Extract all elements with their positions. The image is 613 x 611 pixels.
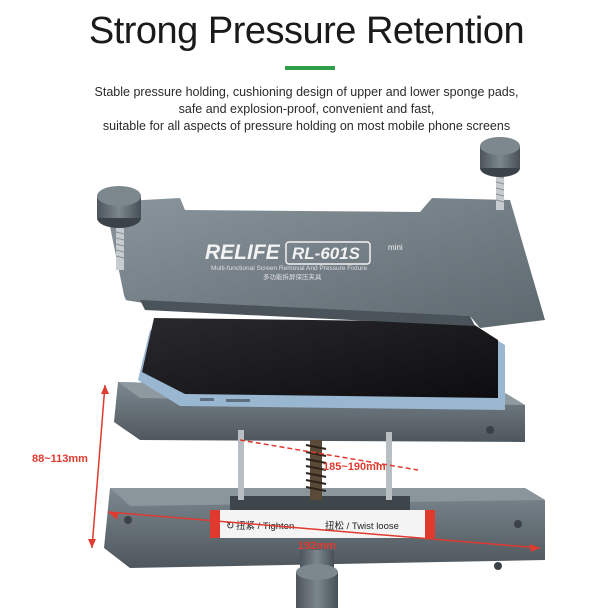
accent-divider	[285, 66, 335, 70]
dimension-inner	[239, 439, 419, 471]
model-name: RL-601S	[292, 244, 361, 263]
spring	[305, 440, 327, 500]
plate-subtitle-cn: 多功能拆屏保压夹具	[263, 272, 322, 281]
description-line-3: suitable for all aspects of pressure hol…	[102, 119, 511, 133]
length-dimension-label: 192mm	[298, 540, 336, 552]
model-badge	[285, 241, 371, 265]
brand-logo: RELIFE	[205, 241, 281, 264]
left-knob	[97, 186, 141, 270]
plate-subtitle-en: Multi-functional Screen Removal And Pres…	[211, 265, 367, 272]
dimension-length	[107, 511, 541, 552]
description-line-1: Stable pressure holding, cushioning desi…	[94, 85, 519, 99]
inner-dimension-label: 185~190mm	[323, 461, 386, 473]
svg-text:↻: ↻	[226, 521, 234, 532]
model-suffix: mini	[388, 243, 403, 252]
right-knob	[480, 137, 520, 210]
loose-label: 扭松 / Twist loose	[325, 520, 399, 532]
page-title: Strong Pressure Retention	[88, 10, 525, 52]
dimension-height	[88, 384, 109, 549]
upper-plate	[105, 198, 550, 328]
phone	[138, 318, 505, 410]
tighten-label: 扭紧 / Tighten	[236, 520, 294, 532]
description-line-2: safe and explosion-proof, convenient and…	[178, 102, 435, 116]
height-dimension-label: 88~113mm	[32, 453, 88, 465]
front-knob	[296, 550, 338, 608]
